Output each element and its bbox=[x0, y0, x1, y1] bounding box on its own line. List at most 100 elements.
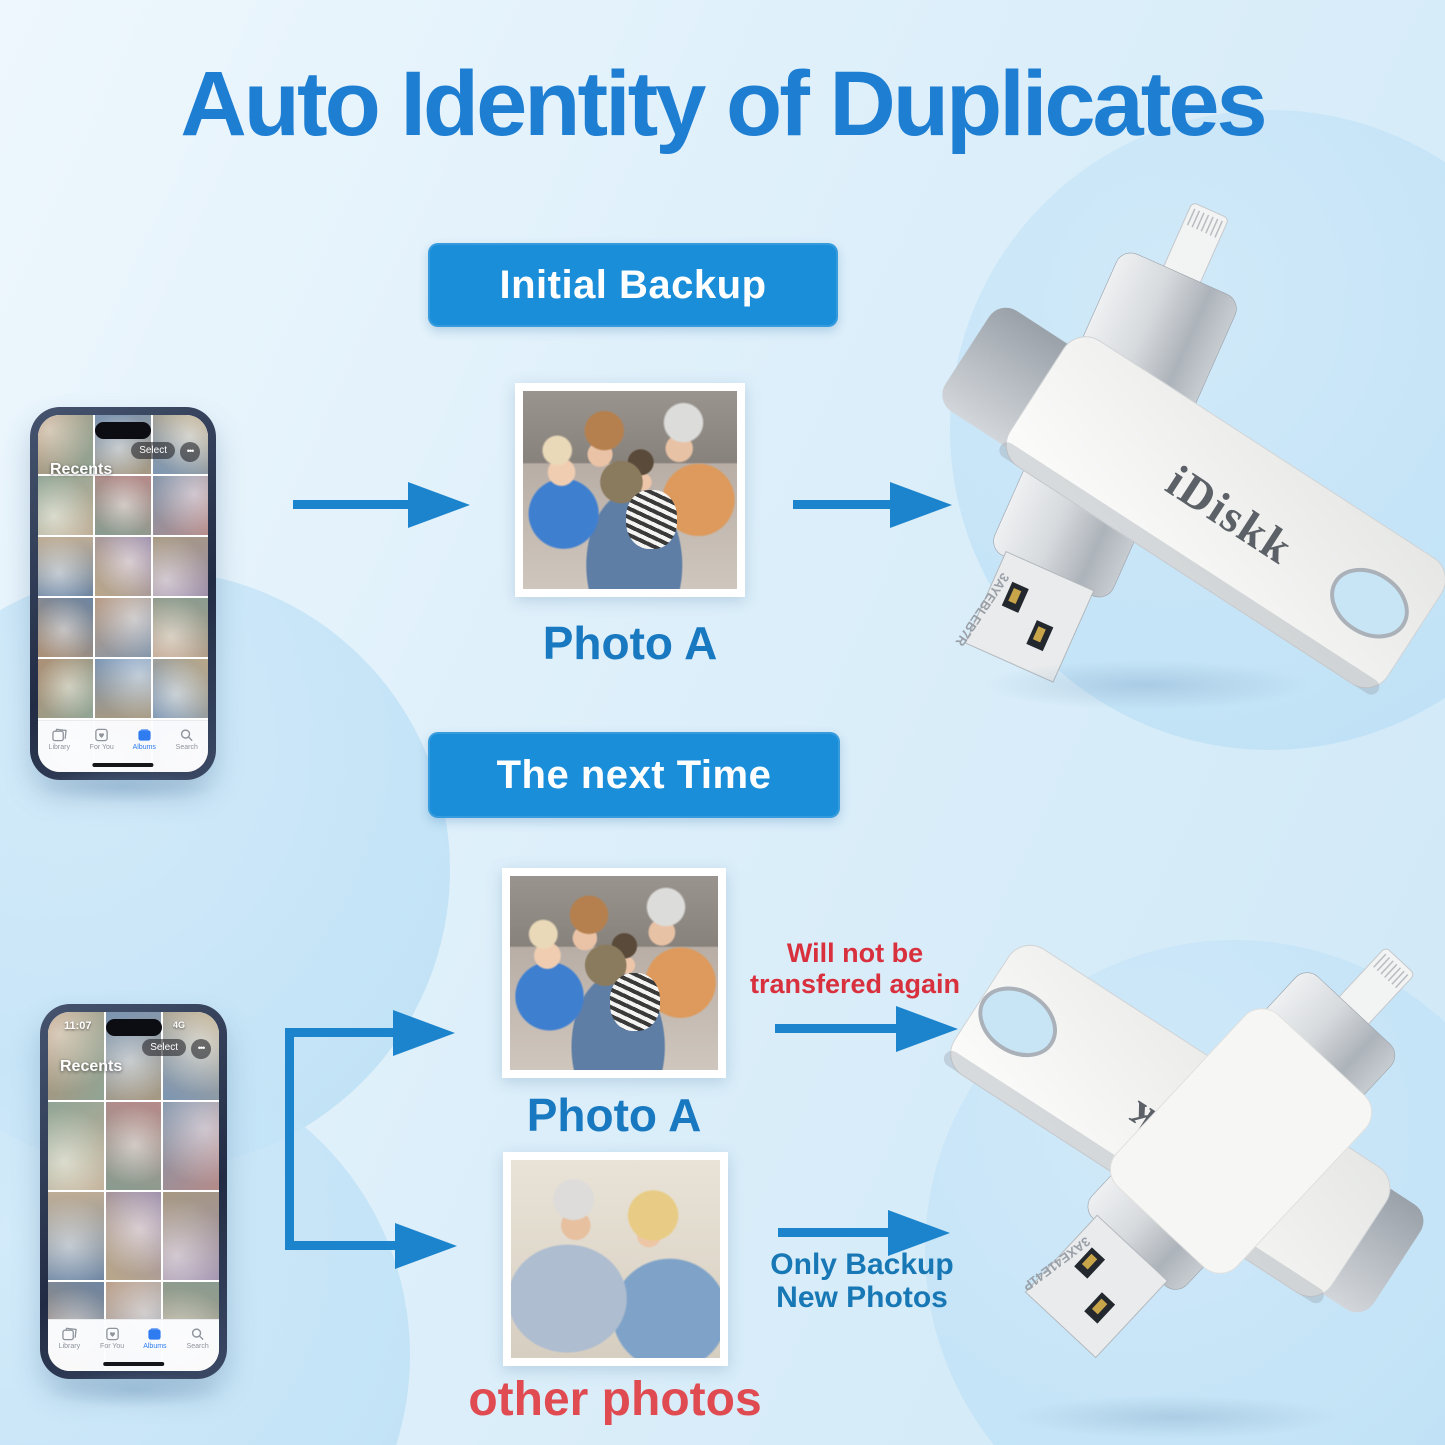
tab-for-you-label: For You bbox=[89, 744, 114, 751]
gallery-title: Recents bbox=[60, 1058, 123, 1075]
usb-a-pin bbox=[1032, 626, 1046, 643]
more-options-button[interactable]: ••• bbox=[191, 1039, 211, 1059]
tab-albums[interactable]: Albums bbox=[134, 1327, 177, 1371]
gallery-title: Recents bbox=[50, 461, 113, 478]
other-photos-image bbox=[511, 1160, 720, 1358]
photo-thumbnail[interactable] bbox=[152, 659, 208, 718]
backup-note-line1: Only Backup bbox=[770, 1248, 954, 1281]
flow-arrow-to-photo-a bbox=[285, 1028, 393, 1037]
home-indicator[interactable] bbox=[102, 1362, 165, 1366]
usb-shadow bbox=[980, 660, 1310, 710]
tab-library[interactable]: Library bbox=[48, 1327, 91, 1371]
home-indicator[interactable] bbox=[92, 763, 154, 767]
tab-library-label: Library bbox=[58, 1343, 81, 1350]
lanyard-hole bbox=[1330, 567, 1409, 639]
tab-for-you[interactable]: For You bbox=[81, 728, 124, 772]
flow-arrow-photo-to-usb bbox=[793, 500, 890, 509]
photo-thumbnail[interactable] bbox=[152, 476, 208, 535]
photo-thumbnail[interactable] bbox=[163, 1102, 219, 1190]
other-photos-thumbnail bbox=[503, 1152, 728, 1366]
usb-flash-drive-bottom: iDiskk 3AXE41E41P bbox=[943, 944, 1424, 1359]
photo-a-thumbnail bbox=[502, 868, 726, 1078]
photo-a-image bbox=[510, 876, 718, 1070]
photo-detail bbox=[609, 973, 660, 1032]
tab-search[interactable]: Search bbox=[166, 728, 209, 772]
phone-screen: 11:07 4G Recents Select ••• Library For … bbox=[48, 1012, 219, 1371]
photo-thumbnail[interactable] bbox=[152, 598, 208, 657]
heart-icon bbox=[105, 1327, 119, 1341]
photo-thumbnail[interactable] bbox=[95, 537, 151, 596]
photo-thumbnail[interactable] bbox=[48, 1102, 104, 1190]
photo-thumbnail[interactable] bbox=[95, 476, 151, 535]
photo-detail bbox=[625, 490, 678, 550]
usb-a-pin bbox=[1008, 587, 1022, 605]
select-button[interactable]: Select bbox=[142, 1039, 186, 1056]
iphone-gallery-initial: Recents Select ••• Library For You Album… bbox=[30, 407, 216, 780]
phone-shadow bbox=[45, 1372, 225, 1408]
tab-search[interactable]: Search bbox=[176, 1327, 219, 1371]
photo-thumbnail[interactable] bbox=[48, 1192, 104, 1280]
photo-thumbnail[interactable] bbox=[38, 598, 94, 657]
library-icon bbox=[62, 1327, 77, 1341]
photo-a-label: Photo A bbox=[542, 617, 718, 669]
photo-thumbnail[interactable] bbox=[163, 1192, 219, 1280]
tab-search-label: Search bbox=[175, 744, 198, 751]
photo-a-image bbox=[523, 391, 737, 589]
backup-note-line2: New Photos bbox=[776, 1281, 948, 1314]
tab-albums[interactable]: Albums bbox=[123, 728, 166, 772]
phone-screen: Recents Select ••• Library For You Album… bbox=[38, 415, 208, 772]
banner-next-time-label: The next Time bbox=[496, 752, 772, 797]
photo-thumbnail[interactable] bbox=[95, 598, 151, 657]
photo-thumbnail[interactable] bbox=[95, 659, 151, 718]
tab-library-label: Library bbox=[48, 744, 70, 751]
heart-icon bbox=[95, 728, 109, 742]
banner-next-time: The next Time bbox=[428, 732, 840, 818]
photo-thumbnail[interactable] bbox=[152, 537, 208, 596]
photo-thumbnail[interactable] bbox=[105, 1102, 162, 1190]
flow-arrow-phone-to-photo bbox=[293, 500, 408, 509]
photo-thumbnail[interactable] bbox=[105, 1192, 162, 1280]
tab-for-you[interactable]: For You bbox=[91, 1327, 134, 1371]
tab-albums-label: Albums bbox=[132, 744, 156, 751]
select-button[interactable]: Select bbox=[131, 442, 175, 459]
usb-a-pin bbox=[1091, 1298, 1108, 1315]
library-icon bbox=[52, 728, 67, 742]
status-time: 11:07 bbox=[64, 1020, 92, 1032]
flow-arrow-new-to-usb bbox=[778, 1228, 888, 1237]
albums-icon bbox=[148, 1328, 161, 1340]
usb-a-pin bbox=[1081, 1253, 1098, 1270]
tab-search-label: Search bbox=[186, 1343, 209, 1350]
photo-thumbnail[interactable] bbox=[48, 1012, 104, 1100]
dynamic-island bbox=[105, 1019, 162, 1036]
phone-shadow bbox=[35, 770, 215, 804]
usb-a-connector bbox=[1024, 1214, 1169, 1359]
usb-shadow bbox=[1010, 1395, 1340, 1439]
duplicate-note: Will not be transfered again bbox=[730, 938, 980, 1000]
backup-note: Only Backup New Photos bbox=[748, 1248, 976, 1314]
more-options-button[interactable]: ••• bbox=[180, 442, 200, 462]
lanyard-hole bbox=[978, 986, 1057, 1058]
photo-thumbnail[interactable] bbox=[163, 1012, 219, 1100]
photo-thumbnail[interactable] bbox=[38, 537, 94, 596]
banner-initial-backup-label: Initial Backup bbox=[499, 262, 767, 307]
search-icon bbox=[181, 729, 193, 742]
usb-flash-drive-top: 3AYEBLEB7R iDiskk bbox=[942, 203, 1445, 695]
flow-arrow-to-other-photos bbox=[285, 1241, 395, 1250]
albums-icon bbox=[138, 729, 151, 741]
photo-thumbnail[interactable] bbox=[38, 659, 94, 718]
photo-a-label: Photo A bbox=[526, 1089, 702, 1141]
usb-body-panel bbox=[1109, 1008, 1373, 1274]
photo-thumbnail[interactable] bbox=[38, 415, 94, 474]
flow-arrow-duplicate-to-usb bbox=[775, 1024, 896, 1033]
tab-library[interactable]: Library bbox=[38, 728, 81, 772]
tab-albums-label: Albums bbox=[143, 1343, 167, 1350]
usb-a-connector bbox=[964, 550, 1095, 683]
tab-for-you-label: For You bbox=[100, 1343, 125, 1350]
photo-thumbnail[interactable] bbox=[38, 476, 94, 535]
lightning-pins bbox=[1186, 208, 1223, 238]
dynamic-island bbox=[95, 422, 151, 439]
page-title: Auto Identity of Duplicates bbox=[180, 53, 1267, 155]
status-network: 4G bbox=[172, 1020, 185, 1030]
photo-a-thumbnail bbox=[515, 383, 745, 597]
